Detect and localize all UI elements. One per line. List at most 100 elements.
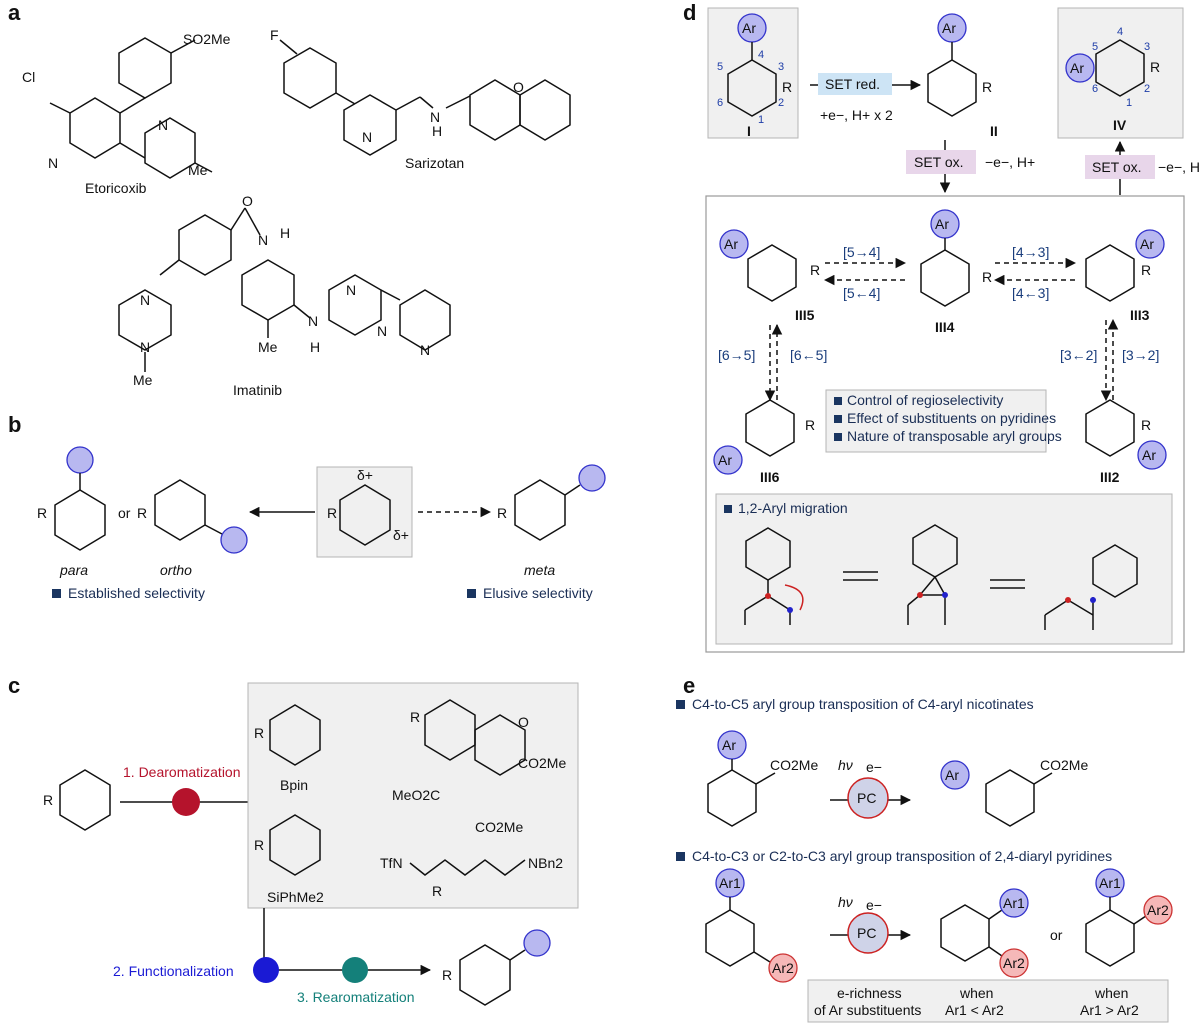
when-2: when — [1094, 985, 1128, 1001]
bullet-e-2 — [676, 852, 685, 861]
label-II: II — [990, 123, 998, 139]
pos-5-IV: 5 — [1092, 41, 1098, 53]
set-red-label: SET red. — [825, 76, 880, 92]
me-etori: Me — [188, 162, 208, 178]
n-etori-2: N — [158, 117, 168, 133]
ar2-prod1-label: Ar2 — [1003, 955, 1025, 971]
set-ox-box-1 — [906, 150, 976, 174]
dot-blue-2 — [942, 592, 948, 598]
or-e: or — [1050, 927, 1063, 943]
set-ox-label-2: SET ox. — [1092, 159, 1142, 175]
ar-e2-label: Ar — [945, 767, 959, 783]
sarizotan-structure: F N N H O Sarizotan — [270, 27, 571, 171]
co2me-bicyc-2: CO2Me — [475, 819, 523, 835]
ar-III3 — [1135, 229, 1165, 259]
t45: [5←4] — [843, 285, 880, 301]
aryl-circle-para — [66, 446, 94, 474]
r-para: R — [37, 505, 47, 521]
r-ortho: R — [137, 505, 147, 521]
me-imat-2: Me — [258, 339, 278, 355]
label-IV: IV — [1113, 117, 1127, 133]
imatinib-name: Imatinib — [233, 382, 282, 398]
o-imat: O — [242, 193, 253, 209]
r-III6: R — [805, 417, 815, 433]
r-zincke: R — [432, 883, 442, 899]
t32: [3←2] — [1060, 347, 1097, 363]
o-bicyc: O — [518, 714, 529, 730]
r-bicyc: R — [410, 709, 420, 725]
bpin-label: Bpin — [280, 777, 308, 793]
bullet-text-2: Nature of transposable aryl groups — [847, 428, 1062, 444]
t54: [5→4] — [843, 244, 880, 260]
e-2: e− — [866, 897, 882, 913]
dot-blue-3 — [1090, 597, 1096, 603]
nbn2-label: NBn2 — [528, 855, 563, 871]
r-III5: R — [810, 262, 820, 278]
ar2-prod2-label: Ar2 — [1147, 902, 1169, 918]
label-III6: III6 — [760, 469, 780, 485]
panel-e: C4-to-C5 aryl group transposition of C4-… — [676, 696, 1173, 1023]
r-I: R — [782, 79, 792, 95]
n-pip-1: N — [140, 292, 150, 308]
ar-III2-label: Ar — [1142, 447, 1156, 463]
rearomatization-dot — [342, 957, 368, 983]
dearomatization-label: 1. Dearomatization — [123, 764, 241, 780]
ar-III3-label: Ar — [1140, 236, 1154, 252]
pos-4-I: 4 — [758, 49, 764, 61]
ar-III6 — [713, 445, 743, 475]
label-III3: III3 — [1130, 307, 1150, 323]
pos-2-I: 2 — [778, 97, 784, 109]
migration-box — [715, 493, 1173, 645]
ar-e2 — [940, 760, 970, 790]
co2me-e1: CO2Me — [770, 757, 818, 773]
set-ox-cond-1: −e−, H+ — [985, 154, 1035, 170]
imatinib-structure: O N H N N Me Me N H N N N Imatinib — [118, 193, 451, 398]
h-sari: H — [432, 123, 442, 139]
rearomatization-label: 3. Rearomatization — [297, 989, 415, 1005]
ar2-start — [768, 953, 798, 983]
para-label: para — [59, 562, 88, 578]
bullet-established — [52, 589, 61, 598]
erichness: e-richness — [837, 985, 902, 1001]
dot-red-2 — [917, 592, 923, 598]
pc-2: PC — [857, 925, 876, 941]
t23: [3→2] — [1122, 347, 1159, 363]
label-III2: III2 — [1100, 469, 1120, 485]
n-pip-2: N — [140, 339, 150, 355]
pyridine-box-b — [316, 466, 413, 558]
functionalization-label: 2. Functionalization — [113, 963, 234, 979]
pos-1-IV: 1 — [1126, 97, 1132, 109]
pc-circle-1 — [847, 777, 889, 819]
r-III4: R — [982, 269, 992, 285]
t43: [4→3] — [1012, 244, 1049, 260]
panel-label-a: a — [8, 0, 21, 25]
ar-II-label: Ar — [942, 20, 956, 36]
aryl-circle-c-end — [523, 929, 551, 957]
t34: [4←3] — [1012, 285, 1049, 301]
r-III3: R — [1141, 262, 1151, 278]
e-line1: C4-to-C5 aryl group transposition of C4-… — [692, 696, 1034, 712]
sarizotan-name: Sarizotan — [405, 155, 464, 171]
pos-6-I: 6 — [717, 97, 723, 109]
cond-1: Ar1 < Ar2 — [945, 1002, 1004, 1018]
or-b: or — [118, 505, 131, 521]
r-meta: R — [497, 505, 507, 521]
ortho-label: ortho — [160, 562, 192, 578]
migration-title: 1,2-Aryl migration — [738, 500, 848, 516]
pos-4-IV: 4 — [1117, 26, 1123, 38]
ar1-prod1 — [999, 888, 1029, 918]
ar-I-label: Ar — [742, 20, 756, 36]
etoricoxib-structure: SO2Me Cl N N Me Etoricoxib — [22, 31, 231, 196]
label-III5: III5 — [795, 307, 815, 323]
delta-top: δ+ — [357, 467, 373, 483]
panel-d: Ar R 4 3 2 1 6 5 I SET red. +e−, H+ x 2 … — [705, 7, 1200, 653]
r-bpin: R — [254, 725, 264, 741]
bullet-elusive — [467, 589, 476, 598]
pos-6-IV: 6 — [1092, 83, 1098, 95]
ar-III6-label: Ar — [718, 452, 732, 468]
co2me-bicyc-1: CO2Me — [518, 755, 566, 771]
pc-circle-2 — [847, 912, 889, 954]
ar-III4-label: Ar — [935, 216, 949, 232]
set-red-box — [818, 73, 892, 95]
